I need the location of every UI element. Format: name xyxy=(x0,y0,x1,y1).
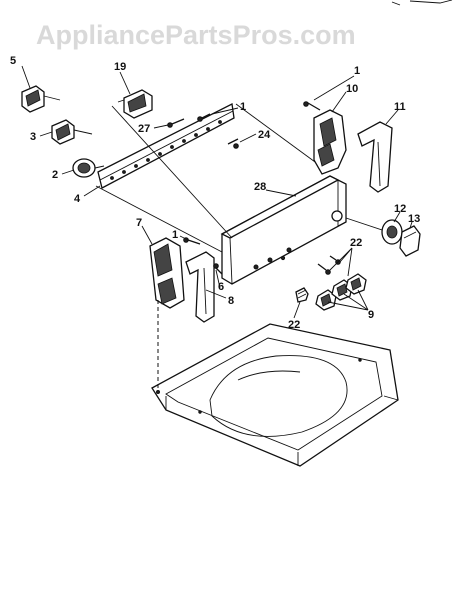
label-6: 6 xyxy=(218,281,224,293)
alignment-line-3 xyxy=(235,103,327,171)
switch-part-5 xyxy=(21,85,61,113)
screws-part-22 xyxy=(317,255,341,275)
timer-part-2 xyxy=(72,158,105,178)
label-4: 4 xyxy=(74,193,81,205)
label-1-top: 1 xyxy=(240,101,246,113)
label-10: 10 xyxy=(346,83,358,95)
end-cover-part-8 xyxy=(185,251,215,323)
knob-part-12 xyxy=(381,219,403,245)
alignment-line-2 xyxy=(95,185,223,253)
alignment-line-1 xyxy=(111,105,233,239)
screw-part-1-top xyxy=(201,113,211,119)
button-part-9a xyxy=(315,289,337,311)
screw-part-27 xyxy=(171,118,185,125)
label-12: 12 xyxy=(394,203,406,215)
label-13: 13 xyxy=(408,213,420,225)
end-cap-part-11 xyxy=(357,121,393,193)
end-cap-part-10 xyxy=(303,101,347,175)
label-22-lower: 22 xyxy=(288,319,300,331)
screw-part-22-lower xyxy=(295,287,309,303)
knob-alignment-line xyxy=(345,217,383,231)
label-8: 8 xyxy=(228,295,234,307)
label-9: 9 xyxy=(368,309,374,321)
label-5: 5 xyxy=(10,55,16,67)
label-1-right: 1 xyxy=(354,65,360,77)
corner-marks xyxy=(391,0,453,6)
console-panel xyxy=(220,175,347,285)
switch-part-3 xyxy=(51,119,93,145)
label-11: 11 xyxy=(394,101,406,113)
leader-lines xyxy=(21,65,413,319)
screw-part-24 xyxy=(227,138,239,145)
label-24: 24 xyxy=(258,129,271,141)
label-3: 3 xyxy=(30,131,36,143)
label-22-right: 22 xyxy=(350,237,362,249)
screw-head-1-top xyxy=(197,116,203,122)
label-1-left: 1 xyxy=(172,229,178,241)
cabinet-top-frame xyxy=(151,323,399,467)
label-19: 19 xyxy=(114,61,126,73)
screw-part-6-shaft xyxy=(215,267,223,275)
label-28: 28 xyxy=(254,181,266,193)
screw-head-24 xyxy=(233,143,239,149)
button-part-9c xyxy=(345,273,367,295)
label-2: 2 xyxy=(52,169,58,181)
label-27: 27 xyxy=(138,123,150,135)
part-labels: 5 19 1 27 24 3 2 4 1 10 11 28 12 13 1 7 … xyxy=(10,55,420,331)
screw-head-27 xyxy=(167,122,173,128)
screw-part-6 xyxy=(213,263,219,269)
watermark-text: AppliancePartsPros.com xyxy=(36,20,356,50)
label-7: 7 xyxy=(136,217,142,229)
control-bracket-plate xyxy=(97,103,235,189)
end-cap-part-7 xyxy=(149,237,201,309)
knob-part-13 xyxy=(399,225,421,257)
switch-part-19 xyxy=(117,89,153,119)
